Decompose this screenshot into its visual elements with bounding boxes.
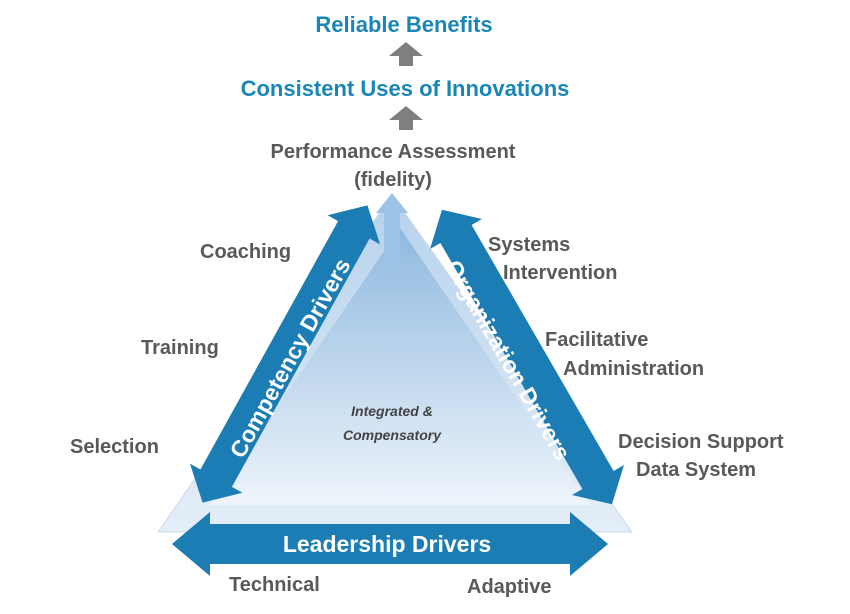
consistent-uses-title: Consistent Uses of Innovations [241, 76, 570, 101]
facilitative-label: Facilitative [545, 329, 648, 351]
peak-arrow-icon [376, 193, 408, 268]
competency-drivers-arrow [189, 205, 381, 503]
technical-label: Technical [229, 574, 320, 596]
selection-label: Selection [70, 436, 159, 458]
up-arrow-icon [389, 42, 423, 66]
reliable-benefits-title: Reliable Benefits [315, 12, 492, 37]
integrated-label: Integrated & [351, 403, 433, 419]
organization-drivers-arrow [430, 209, 624, 505]
leadership-drivers-arrow [172, 512, 608, 576]
systems-label: Systems [488, 234, 570, 256]
up-arrow-icon [389, 106, 423, 130]
fidelity-label: (fidelity) [354, 169, 432, 191]
intervention-label: Intervention [503, 262, 617, 284]
decision-support-label: Decision Support [618, 431, 784, 453]
performance-assessment-label: Performance Assessment [271, 141, 516, 163]
compensatory-label: Compensatory [343, 427, 442, 443]
administration-label: Administration [563, 358, 704, 380]
training-label: Training [141, 337, 219, 359]
coaching-label: Coaching [200, 241, 291, 263]
adaptive-label: Adaptive [467, 576, 551, 598]
triangle-inner-fill [210, 228, 590, 505]
leadership-drivers-label: Leadership Drivers [283, 531, 491, 557]
data-system-label: Data System [636, 459, 756, 481]
